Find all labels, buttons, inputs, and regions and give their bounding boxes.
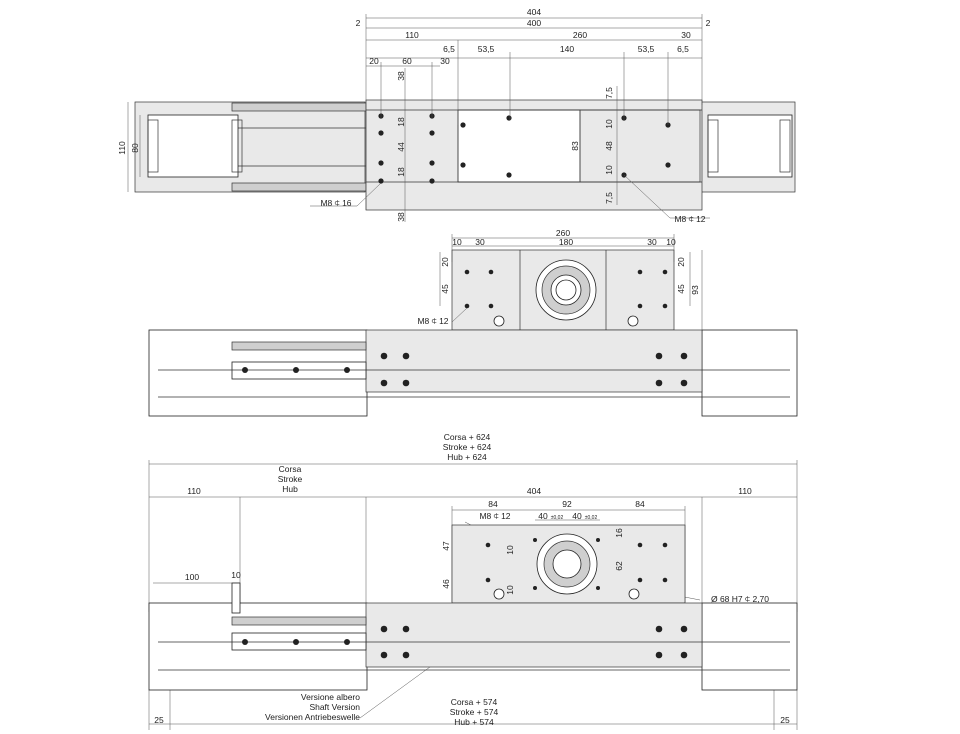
dim-bottom-v47: 47 (441, 541, 451, 551)
dim-top-right-seg: 260 (573, 30, 587, 40)
stroke-left-1: Corsa (279, 464, 302, 474)
dim-end-30l: 30 (475, 237, 485, 247)
dim-top-60: 60 (402, 56, 412, 66)
version-label-2: Shaft Version (309, 702, 360, 712)
dim-end-10l: 10 (452, 237, 462, 247)
stroke-bottom-2: Stroke + 574 (450, 707, 499, 717)
top-rail-strip-left (231, 102, 367, 112)
dim-end-180: 180 (559, 237, 573, 247)
bottom-carriage (365, 602, 703, 668)
stroke-bottom-3: Hub + 574 (454, 717, 494, 727)
stroke-top-3: Hub + 624 (447, 452, 487, 462)
stroke-top-2: Stroke + 624 (443, 442, 492, 452)
dim-top-v18b: 18 (396, 167, 406, 177)
dim-top-v18a: 18 (396, 117, 406, 127)
version-label-3: Versionen Antriebeswelle (265, 712, 360, 722)
dim-top-v48: 48 (604, 141, 614, 151)
dim-bottom-10: 10 (231, 570, 241, 580)
thread-end: M8 ⍧ 12 (417, 316, 448, 326)
dim-bottom-v10a: 10 (505, 545, 515, 555)
thread-bottom: M8 ⍧ 12 (479, 511, 510, 521)
dim-bottom-40r: 40 (572, 511, 582, 521)
dim-bottom-84r: 84 (635, 499, 645, 509)
dim-top-v75b: 7,5 (604, 192, 614, 204)
dim-end-30r: 30 (647, 237, 657, 247)
dim-end-v20l: 20 (440, 257, 450, 267)
dim-end-v45r: 45 (676, 284, 686, 294)
dim-top-v38a: 38 (396, 71, 406, 81)
stroke-left-3: Hub (282, 484, 298, 494)
version-label-1: Versione albero (301, 692, 360, 702)
dim-bottom-100: 100 (185, 572, 199, 582)
dim-bottom-v16: 16 (614, 528, 624, 538)
dim-bottom-tol-r: ±0,02 (585, 515, 598, 521)
stroke-bottom-1: Corsa + 574 (451, 697, 498, 707)
dim-end-v20r: 20 (676, 257, 686, 267)
dim-top-535r: 53,5 (638, 44, 655, 54)
thread-top-left: M8 ⍧ 16 (320, 198, 351, 208)
dim-bottom-25r: 25 (780, 715, 790, 725)
dim-end-260: 260 (556, 228, 570, 238)
dim-top-inner: 400 (527, 18, 541, 28)
dim-bottom-40l: 40 (538, 511, 548, 521)
dim-top-65l: 6,5 (443, 44, 455, 54)
dim-top-left-seg: 110 (405, 30, 419, 40)
dim-top-h80: 80 (130, 143, 140, 153)
bore-spec: Ø 68 H7 ⍧ 2,70 (711, 594, 769, 604)
top-hole-pattern (378, 113, 671, 184)
dim-top-65r: 6,5 (677, 44, 689, 54)
dim-bottom-l110: 110 (187, 486, 201, 496)
dim-end-v45l: 45 (440, 284, 450, 294)
dim-top-v10b: 10 (604, 165, 614, 175)
dim-top-140: 140 (560, 44, 574, 54)
dim-top-edge-left: 2 (356, 18, 361, 28)
side-base-right (701, 329, 798, 417)
dim-top-v38b: 38 (396, 212, 406, 222)
dim-top-v10a: 10 (604, 119, 614, 129)
dim-bottom-v46: 46 (441, 579, 451, 589)
dim-top-total: 404 (527, 7, 541, 17)
dim-top-v83: 83 (570, 141, 580, 151)
bottom-base-right (701, 602, 798, 691)
thread-top-right: M8 ⍧ 12 (674, 214, 705, 224)
dim-bottom-c404: 404 (527, 486, 541, 496)
end-view: 260 10 30 180 30 10 20 45 20 45 93 M8 ⍧ … (148, 228, 798, 417)
dim-bottom-v62: 62 (614, 561, 624, 571)
dim-top-v44: 44 (396, 142, 406, 152)
bottom-view: Corsa + 624 Stroke + 624 Hub + 624 Corsa… (148, 432, 798, 730)
dim-top-535l: 53,5 (478, 44, 495, 54)
dim-bottom-84l: 84 (488, 499, 498, 509)
dim-top-v75a: 7,5 (604, 87, 614, 99)
dim-end-10r: 10 (666, 237, 676, 247)
stroke-left-2: Stroke (278, 474, 303, 484)
dim-top-h110: 110 (117, 141, 127, 155)
dim-bottom-v10b: 10 (505, 585, 515, 595)
stroke-top-1: Corsa + 624 (444, 432, 491, 442)
top-view: 404 400 2 2 110 260 20 60 30 6,5 53,5 14… (117, 7, 796, 224)
dim-bottom-tol-l: ±0,02 (551, 515, 564, 521)
top-rail-strip-left-b (231, 182, 367, 192)
dim-top-30a: 30 (440, 56, 450, 66)
dim-top-edge-right: 2 (706, 18, 711, 28)
dim-top-20: 20 (369, 56, 379, 66)
dim-bottom-r110: 110 (738, 486, 752, 496)
dim-top-30b: 30 (681, 30, 691, 40)
dim-end-v93: 93 (690, 285, 700, 295)
dim-bottom-25l: 25 (154, 715, 164, 725)
dim-bottom-92: 92 (562, 499, 572, 509)
side-carriage (365, 329, 703, 393)
